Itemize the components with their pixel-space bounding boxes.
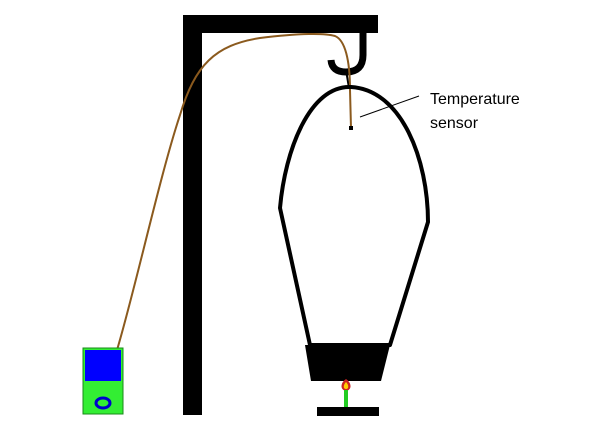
temperature-meter-icon xyxy=(82,347,124,415)
sensor-wire xyxy=(116,32,352,351)
burner-stem xyxy=(344,390,348,407)
burner-base xyxy=(317,407,379,416)
meter-dial xyxy=(94,396,112,410)
meter-screen xyxy=(85,350,121,381)
sensor-label-line-1: Temperature xyxy=(430,91,520,108)
sensor-label-line-2: sensor xyxy=(430,115,479,132)
balloon-envelope xyxy=(278,84,430,347)
flame-icon xyxy=(341,379,351,391)
balloon-base-band xyxy=(305,345,390,381)
sensor-callout-line xyxy=(359,95,420,118)
stand-arm xyxy=(183,15,378,33)
burner xyxy=(317,379,379,416)
stand-post xyxy=(183,15,202,415)
temperature-sensor-tip xyxy=(349,126,353,130)
stand xyxy=(183,15,378,415)
